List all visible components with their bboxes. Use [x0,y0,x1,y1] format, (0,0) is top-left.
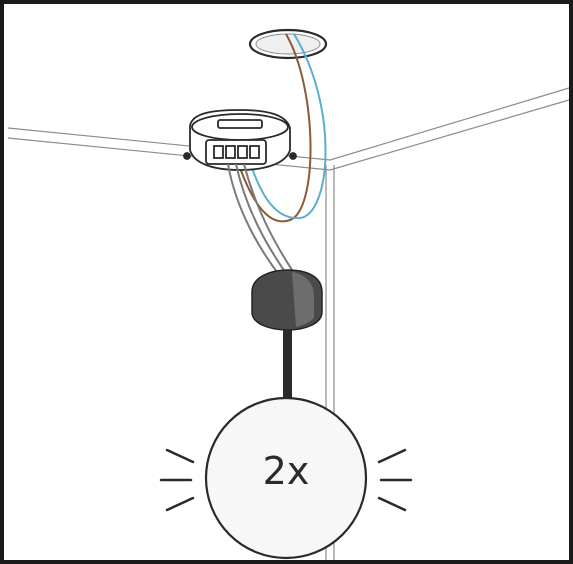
light-rays-icon [159,448,413,512]
pendant-rod [283,330,292,400]
ceiling-rose-icon [251,269,323,331]
lamp-quantity-label: 2x [262,449,310,493]
lamp-cable [227,163,297,277]
pendant-lamp-icon [204,396,368,560]
ceiling-hole-icon [248,28,328,60]
junction-box-icon [183,109,297,171]
